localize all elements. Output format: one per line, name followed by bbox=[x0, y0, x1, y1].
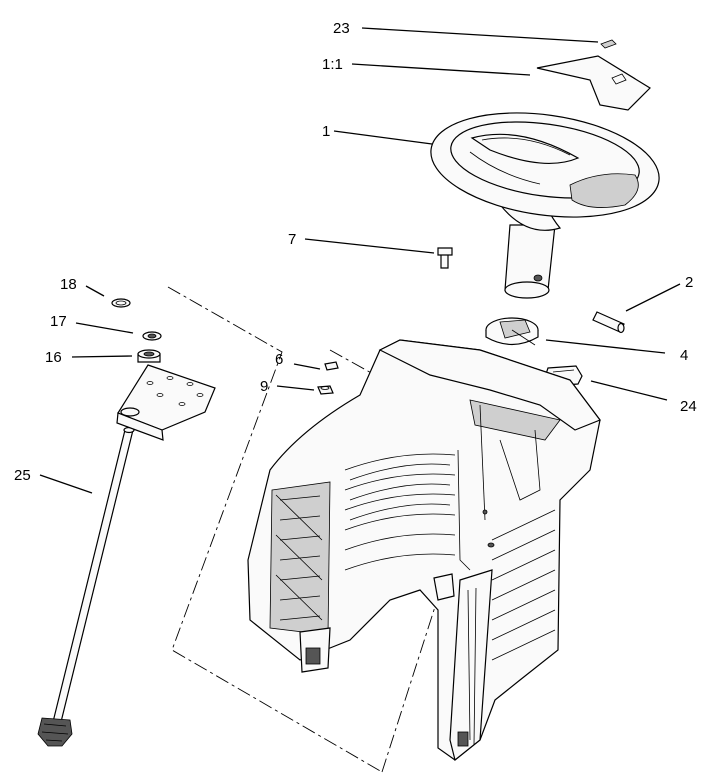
adapter-4 bbox=[485, 317, 539, 346]
leader-lines bbox=[39, 27, 681, 494]
steering-wheel bbox=[430, 112, 660, 299]
callout-25: 25 bbox=[14, 467, 31, 484]
callout-1-1: 1:1 bbox=[322, 56, 343, 73]
retaining-ring-18 bbox=[111, 298, 131, 308]
bolt-7 bbox=[437, 247, 453, 269]
clip-6 bbox=[324, 361, 339, 371]
callout-6: 6 bbox=[275, 351, 283, 368]
washer-17 bbox=[142, 331, 162, 341]
callout-24: 24 bbox=[680, 398, 697, 415]
callout-2: 2 bbox=[685, 274, 693, 291]
callout-labels: 23 1:1 1 7 2 18 17 16 6 4 9 24 25 bbox=[14, 20, 697, 484]
callout-1: 1 bbox=[322, 123, 330, 140]
steering-shaft bbox=[37, 426, 135, 747]
mounting-bracket bbox=[116, 364, 216, 441]
bushing-16 bbox=[137, 349, 161, 363]
callout-16: 16 bbox=[45, 349, 62, 366]
callout-18: 18 bbox=[60, 276, 77, 293]
callout-9: 9 bbox=[260, 378, 268, 395]
callout-17: 17 bbox=[50, 313, 67, 330]
callout-4: 4 bbox=[680, 347, 688, 364]
dash-console bbox=[247, 339, 601, 762]
callout-7: 7 bbox=[288, 231, 296, 248]
callout-23: 23 bbox=[333, 20, 350, 37]
nut-9 bbox=[317, 385, 334, 395]
wheel-cap bbox=[536, 55, 651, 111]
emblem-23 bbox=[600, 39, 617, 49]
roll-pin-2 bbox=[592, 311, 625, 334]
